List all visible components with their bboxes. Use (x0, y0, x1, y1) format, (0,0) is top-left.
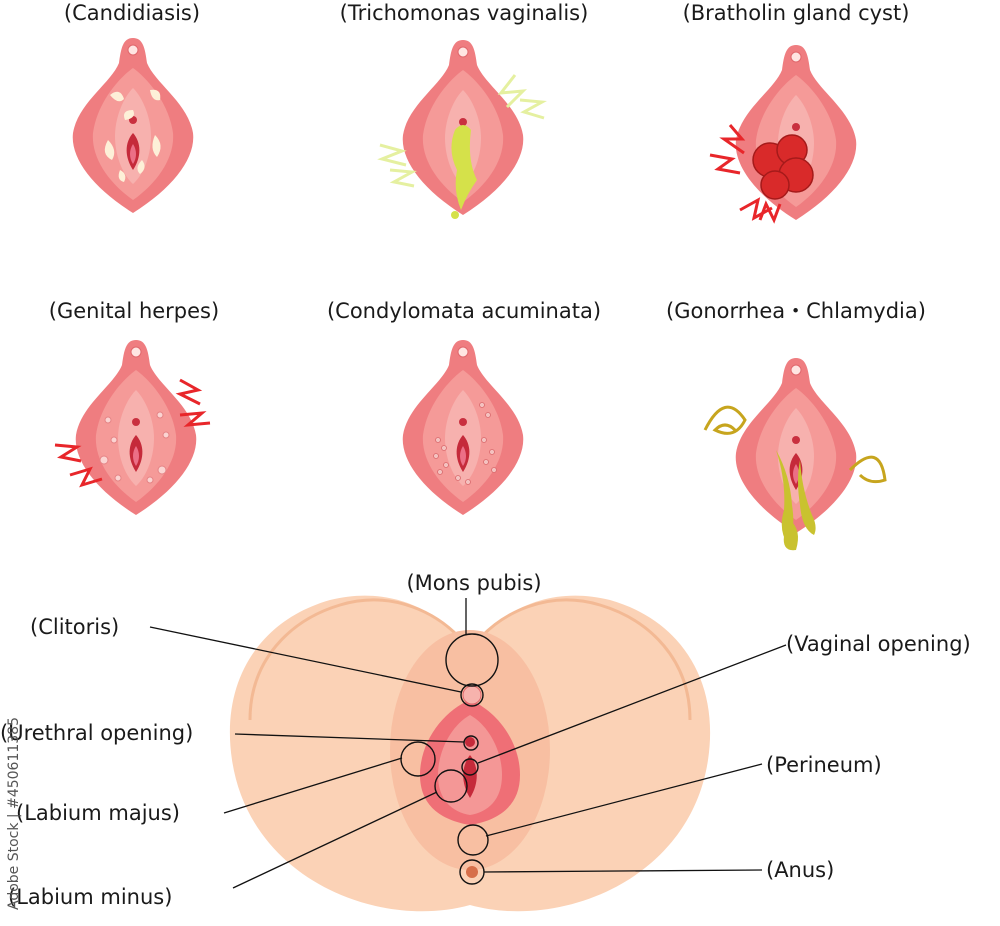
condition-label: (Trichomonas vaginalis) (340, 1, 589, 25)
condition-label: (Condylomata acuminata) (327, 299, 601, 323)
anus-shape (466, 866, 478, 878)
label-labium-minus: (Labium minus) (8, 885, 172, 909)
warts (433, 402, 497, 485)
vulva-illustration (72, 37, 194, 214)
pain-marks (54, 378, 211, 488)
condition-gonorrhea-chlamydia: (Gonorrhea・Chlamydia) (666, 299, 926, 551)
callout-circles (400, 633, 499, 885)
anatomy-diagram: (Mons pubis) (Clitoris) (Urethral openin… (0, 571, 971, 912)
clitoris-shape (462, 685, 482, 705)
condition-label: (Genital herpes) (49, 299, 219, 323)
label-mons-pubis: (Mons pubis) (406, 571, 541, 595)
purulent-discharge (776, 450, 816, 551)
condition-label: (Gonorrhea・Chlamydia) (666, 299, 926, 323)
label-vaginal-opening: (Vaginal opening) (786, 632, 971, 656)
condition-label: (Candidiasis) (64, 1, 200, 25)
gland-cyst (752, 134, 814, 200)
label-anus: (Anus) (766, 858, 834, 882)
vulva-illustration (75, 339, 197, 516)
condition-genital-herpes: (Genital herpes) (49, 299, 219, 516)
watermark-text: Adobe Stock | #450611385 (6, 717, 22, 910)
white-discharge-patches (104, 89, 161, 182)
pain-marks (709, 124, 782, 224)
vulva-illustration (735, 44, 857, 221)
label-urethral-opening: (Urethral opening) (0, 721, 193, 745)
condition-label: (Bratholin gland cyst) (683, 1, 910, 25)
condition-bartholin-cyst: (Bratholin gland cyst) (683, 1, 910, 224)
vulva-illustration (402, 339, 524, 516)
condition-condylomata: (Condylomata acuminata) (327, 299, 601, 516)
bacteria-marks (703, 405, 887, 484)
condition-candidiasis: (Candidiasis) (64, 1, 200, 214)
label-clitoris: (Clitoris) (30, 615, 119, 639)
condition-trichomonas: (Trichomonas vaginalis) (340, 1, 589, 219)
leader-lines (149, 598, 787, 889)
urethra-shape (465, 737, 475, 747)
blisters (99, 411, 170, 484)
label-labium-majus: (Labium majus) (16, 801, 180, 825)
vulva-illustration (735, 357, 857, 534)
label-perineum: (Perineum) (766, 753, 882, 777)
itch-marks (377, 74, 547, 188)
frothy-discharge (451, 125, 477, 219)
